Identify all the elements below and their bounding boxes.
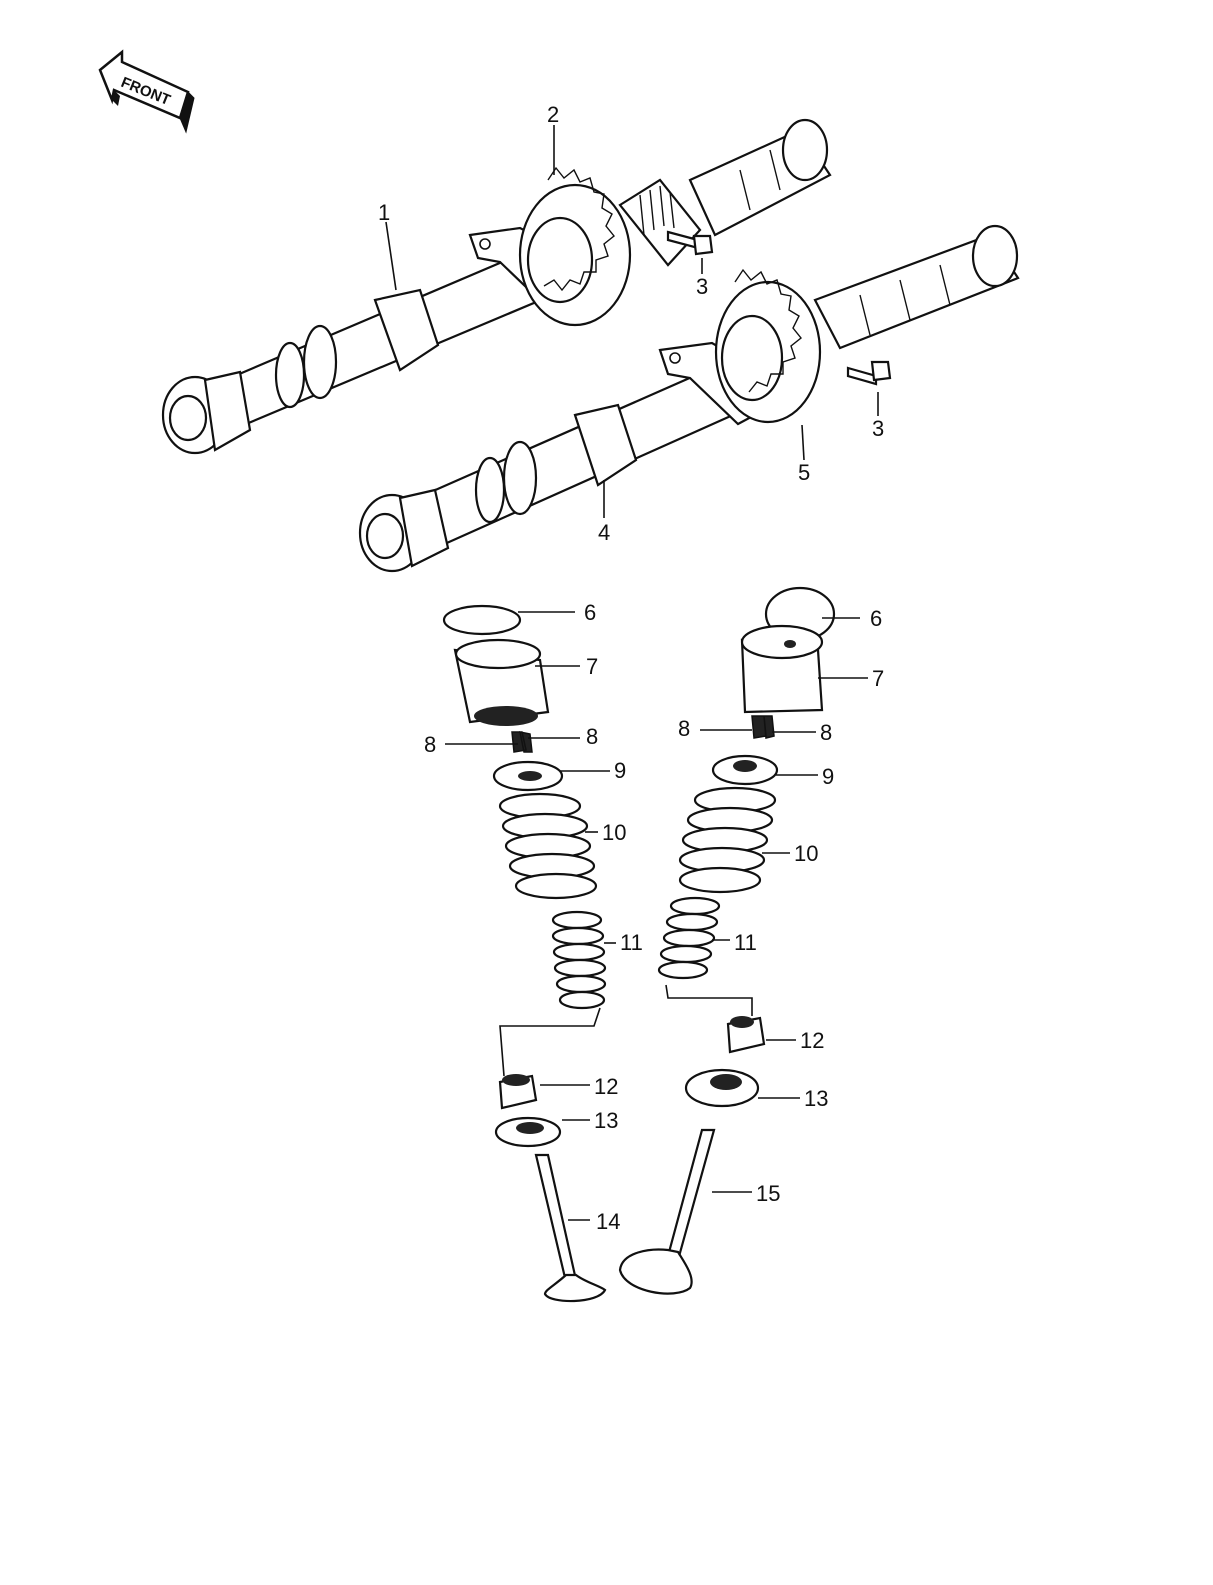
callout-11-right: 11 bbox=[734, 930, 757, 955]
callout-7-left: 7 bbox=[586, 654, 598, 679]
callout-13-left: 13 bbox=[594, 1108, 618, 1133]
callout-10-right: 10 bbox=[794, 841, 818, 866]
inner-spring-right-icon bbox=[657, 896, 721, 980]
callout-12-left: 12 bbox=[594, 1074, 618, 1099]
callout-15: 15 bbox=[756, 1181, 780, 1206]
valve-stack-left bbox=[442, 604, 607, 1303]
callout-8-right-inner: 8 bbox=[820, 720, 832, 745]
tappet-right-icon bbox=[740, 624, 824, 714]
intake-valve-icon bbox=[534, 1153, 607, 1303]
sprocket-lower-icon bbox=[714, 268, 822, 424]
valve-seal-left-icon bbox=[498, 1074, 538, 1110]
front-arrow-icon: FRONT bbox=[98, 49, 195, 134]
callout-4: 4 bbox=[598, 520, 610, 545]
callout-labels: 1 2 3 3 4 5 6 6 7 7 8 8 8 8 9 9 10 10 11… bbox=[378, 102, 884, 1234]
callout-3-lower: 3 bbox=[872, 416, 884, 441]
callout-12-right: 12 bbox=[800, 1028, 824, 1053]
spring-retainer-right-icon bbox=[711, 754, 779, 786]
spring-seat-left-icon bbox=[494, 1116, 562, 1148]
callout-2: 2 bbox=[547, 102, 559, 127]
bolt-upper-icon bbox=[666, 230, 714, 256]
callout-6-right: 6 bbox=[870, 606, 882, 631]
callout-13-right: 13 bbox=[804, 1086, 828, 1111]
camshaft-lower bbox=[358, 224, 1020, 573]
leader-lines bbox=[385, 125, 879, 1221]
callout-5: 5 bbox=[798, 460, 810, 485]
callout-3-upper: 3 bbox=[696, 274, 708, 299]
outer-spring-right-icon bbox=[678, 786, 777, 894]
callout-6-left: 6 bbox=[584, 600, 596, 625]
tappet-left-icon bbox=[453, 638, 550, 726]
callout-9-right: 9 bbox=[822, 764, 834, 789]
callout-9-left: 9 bbox=[614, 758, 626, 783]
valve-seal-right-icon bbox=[726, 1016, 766, 1054]
callout-10-left: 10 bbox=[602, 820, 626, 845]
exhaust-valve-icon bbox=[618, 1128, 716, 1295]
outer-spring-left-icon bbox=[498, 792, 598, 900]
callout-14: 14 bbox=[596, 1209, 620, 1234]
callout-1: 1 bbox=[378, 200, 390, 225]
valve-stack-right bbox=[618, 586, 836, 1295]
sprocket-upper-icon bbox=[518, 166, 632, 327]
camshaft-upper bbox=[161, 118, 832, 455]
callout-8-left-inner: 8 bbox=[586, 724, 598, 749]
callout-8-left-outer: 8 bbox=[424, 732, 436, 757]
spring-seat-right-icon bbox=[684, 1068, 760, 1108]
inner-spring-left-icon bbox=[551, 910, 607, 1010]
callout-11-left: 11 bbox=[620, 930, 643, 955]
callout-7-right: 7 bbox=[872, 666, 884, 691]
callout-8-right-outer: 8 bbox=[678, 716, 690, 741]
shim-left-icon bbox=[442, 604, 522, 636]
bolt-lower-icon bbox=[846, 360, 892, 386]
